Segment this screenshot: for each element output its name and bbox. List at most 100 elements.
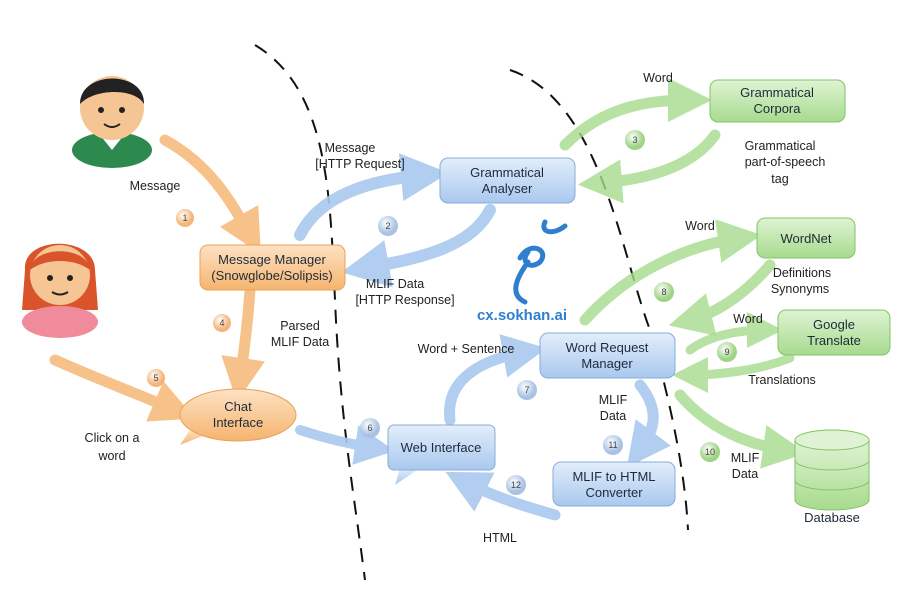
- step-12: 12: [506, 475, 526, 495]
- watermark-logo: cx.sokhan.ai: [477, 219, 568, 324]
- svg-text:Definitions: Definitions: [773, 266, 831, 280]
- svg-text:MLIF Data: MLIF Data: [366, 277, 424, 291]
- step-2: 2: [378, 216, 398, 236]
- node-word-request-manager: Word Request Manager: [539, 332, 676, 379]
- svg-text:4: 4: [219, 318, 224, 328]
- svg-text:MLIF to HTML: MLIF to HTML: [572, 469, 655, 484]
- step-5: 5: [147, 369, 165, 387]
- step-10: 10: [700, 442, 720, 462]
- svg-text:Grammatical: Grammatical: [470, 165, 544, 180]
- node-google-translate: Google Translate: [777, 309, 891, 356]
- svg-text:Word: Word: [643, 71, 673, 85]
- svg-text:10: 10: [705, 447, 715, 457]
- svg-text:WordNet: WordNet: [780, 231, 831, 246]
- node-web-interface: Web Interface: [387, 424, 496, 485]
- svg-text:Manager: Manager: [581, 356, 633, 371]
- arrow-6: [295, 425, 395, 465]
- svg-text:Click on a: Click on a: [85, 431, 140, 445]
- svg-text:MLIF Data: MLIF Data: [271, 335, 329, 349]
- svg-text:[HTTP Response]: [HTTP Response]: [355, 293, 454, 307]
- node-grammatical-corpora: Grammatical Corpora: [709, 79, 846, 123]
- arrow-5: [49, 354, 196, 422]
- user-avatar-woman: [22, 243, 98, 338]
- svg-text:Word: Word: [733, 312, 763, 326]
- flow-arrows: [49, 78, 807, 521]
- step-3: 3: [625, 130, 645, 150]
- svg-text:Grammatical: Grammatical: [740, 85, 814, 100]
- node-message-manager: Message Manager (Snowglobe/Solipsis): [199, 244, 346, 291]
- step-11: 11: [603, 435, 623, 455]
- arrow-word-wordnet: [579, 219, 762, 326]
- svg-text:8: 8: [661, 287, 666, 297]
- node-wordnet: WordNet: [756, 217, 856, 259]
- step-markers: 1 2 3 4 5 6 7 8 9 10 11 12: [147, 130, 737, 495]
- svg-text:word: word: [97, 449, 125, 463]
- svg-text:Data: Data: [732, 467, 758, 481]
- node-database: Database: [794, 429, 870, 525]
- svg-text:Parsed: Parsed: [280, 319, 320, 333]
- svg-text:Translations: Translations: [748, 373, 816, 387]
- arrow-http-request: [294, 153, 449, 241]
- svg-text:7: 7: [524, 385, 529, 395]
- step-4: 4: [213, 314, 231, 332]
- svg-text:MLIF: MLIF: [599, 393, 628, 407]
- node-grammatical-analyser: Grammatical Analyser: [439, 157, 576, 204]
- svg-text:Message: Message: [325, 141, 376, 155]
- svg-text:5: 5: [153, 373, 158, 383]
- svg-text:12: 12: [511, 480, 521, 490]
- arrow-translations: [672, 353, 795, 393]
- user-avatar-man: [72, 76, 152, 168]
- arrow-12: [445, 471, 561, 521]
- svg-text:Chat: Chat: [224, 399, 252, 414]
- svg-text:Database: Database: [804, 510, 860, 525]
- step-9: 9: [717, 342, 737, 362]
- boundary-dashed-right: [509, 69, 689, 531]
- svg-text:2: 2: [385, 221, 390, 231]
- arrow-word-translate: [685, 312, 783, 355]
- arrow-4: [221, 284, 265, 402]
- svg-text:Analyser: Analyser: [482, 181, 533, 196]
- edge-labels: Message Click on a word Parsed MLIF Data…: [85, 71, 832, 545]
- svg-text:Message Manager: Message Manager: [218, 252, 326, 267]
- node-mlif-html-converter: MLIF to HTML Converter: [552, 461, 676, 507]
- svg-text:(Snowglobe/Solipsis): (Snowglobe/Solipsis): [211, 268, 332, 283]
- svg-text:part-of-speech: part-of-speech: [745, 155, 826, 169]
- step-1: 1: [176, 209, 194, 227]
- svg-text:Word: Word: [685, 219, 715, 233]
- arrow-pos-tag: [578, 129, 721, 204]
- step-6: 6: [360, 418, 380, 438]
- arrow-10: [674, 389, 807, 469]
- logo-calligraphy-icon: [513, 219, 568, 305]
- svg-text:Synonyms: Synonyms: [771, 282, 829, 296]
- arrow-7: [444, 334, 547, 426]
- arrow-word-corpora: [559, 78, 712, 151]
- node-chat-interface: Chat Interface: [179, 388, 297, 445]
- svg-text:Converter: Converter: [585, 485, 643, 500]
- arrow-1: [159, 134, 261, 255]
- arrow-11: [626, 379, 671, 468]
- svg-text:3: 3: [632, 135, 637, 145]
- boundary-dashed-left: [254, 44, 366, 581]
- svg-text:Word + Sentence: Word + Sentence: [418, 342, 515, 356]
- svg-text:9: 9: [724, 347, 729, 357]
- svg-text:6: 6: [367, 423, 372, 433]
- svg-text:Message: Message: [130, 179, 181, 193]
- arrow-definitions: [668, 259, 776, 336]
- svg-text:Data: Data: [600, 409, 626, 423]
- arrow-http-response: [341, 204, 496, 288]
- svg-text:Web Interface: Web Interface: [401, 440, 482, 455]
- svg-text:Corpora: Corpora: [754, 101, 802, 116]
- svg-text:HTML: HTML: [483, 531, 517, 545]
- svg-text:Grammatical: Grammatical: [745, 139, 816, 153]
- svg-text:MLIF: MLIF: [731, 451, 760, 465]
- svg-text:11: 11: [608, 440, 617, 450]
- svg-text:Translate: Translate: [807, 333, 861, 348]
- svg-text:Google: Google: [813, 317, 855, 332]
- svg-text:1: 1: [182, 213, 187, 223]
- svg-text:cx.sokhan.ai: cx.sokhan.ai: [477, 307, 567, 324]
- step-7: 7: [517, 380, 537, 400]
- svg-text:[HTTP Request]: [HTTP Request]: [315, 157, 404, 171]
- svg-text:tag: tag: [771, 172, 788, 186]
- svg-text:Interface: Interface: [213, 415, 264, 430]
